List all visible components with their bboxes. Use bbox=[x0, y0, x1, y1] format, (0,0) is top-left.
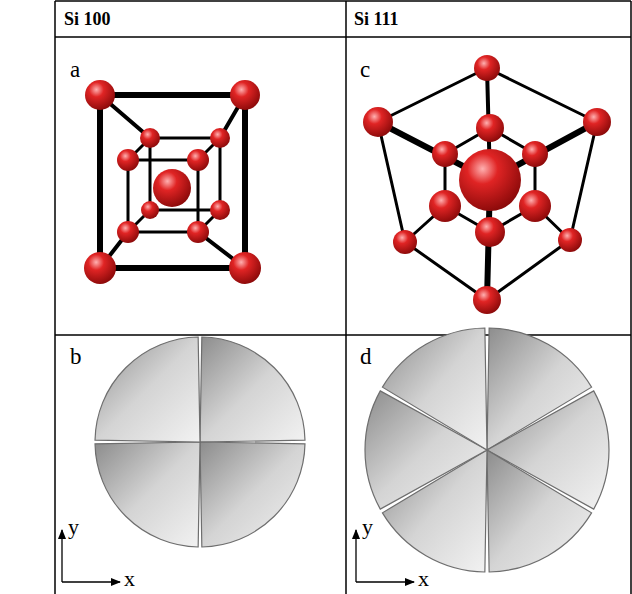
wafer-piece bbox=[382, 328, 487, 450]
panel-letter: b bbox=[70, 345, 82, 368]
wafer-piece bbox=[95, 337, 200, 442]
axis-label: y bbox=[362, 516, 373, 538]
wafer-sixths bbox=[365, 328, 609, 572]
column-header: Si 111 bbox=[354, 10, 399, 28]
axis-label: x bbox=[124, 568, 135, 590]
wafer-piece bbox=[200, 442, 305, 547]
axis-label: y bbox=[68, 516, 79, 538]
wafer-piece bbox=[95, 442, 200, 547]
wafer-quarters bbox=[95, 337, 305, 547]
wafer-piece bbox=[200, 337, 305, 442]
cubic-cell bbox=[84, 80, 261, 284]
hexagonal-view bbox=[363, 55, 611, 314]
table-grid bbox=[55, 1, 631, 594]
column-header: Si 100 bbox=[64, 10, 111, 28]
axes bbox=[62, 530, 414, 582]
wafer-piece bbox=[487, 450, 592, 572]
axis-label: x bbox=[418, 568, 429, 590]
panel-letter: c bbox=[360, 58, 370, 81]
panel-letter: a bbox=[70, 58, 80, 81]
panel-letter: d bbox=[360, 345, 372, 368]
